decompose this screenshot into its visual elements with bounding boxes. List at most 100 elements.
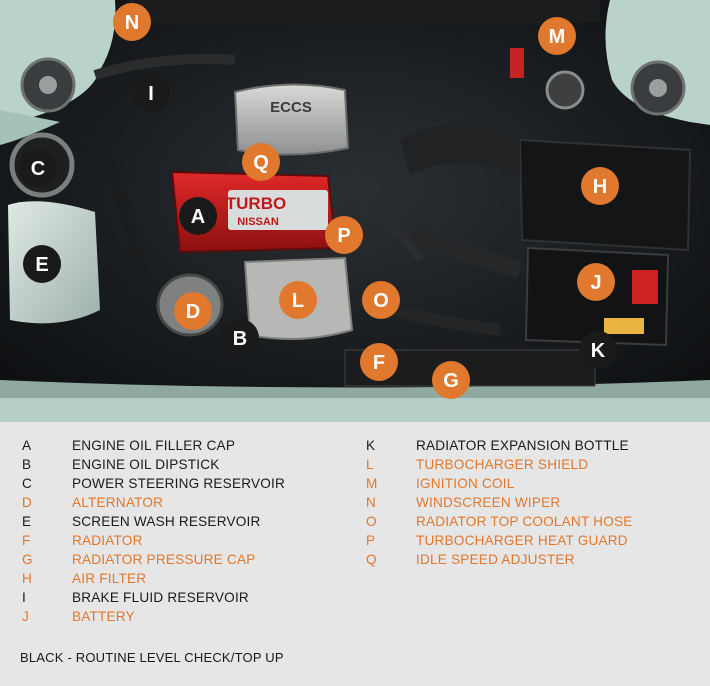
marker-circle (242, 143, 280, 181)
marker-k: K (579, 331, 617, 369)
legend-panel: A ENGINE OIL FILLER CAP B ENGINE OIL DIPSTI… (0, 422, 710, 686)
marker-letter: K (591, 340, 606, 362)
legend-letter: G (22, 552, 33, 567)
legend-item-c: C POWER STEERING RESERVOIR (22, 474, 285, 493)
marker-circle (362, 281, 400, 319)
marker-circle (579, 331, 617, 369)
marker-letter: M (549, 26, 566, 48)
marker-i: I (132, 74, 170, 112)
legend-label: POWER STEERING RESERVOIR (72, 476, 286, 491)
marker-circle (179, 197, 217, 235)
legend-item-h: H AIR FILTER (22, 569, 285, 588)
legend-label: AIR FILTER (72, 571, 147, 586)
marker-letter: H (593, 176, 607, 198)
marker-m: M (538, 17, 576, 55)
marker-circle (113, 3, 151, 41)
legend-letter: K (366, 438, 376, 453)
legend-letter: I (22, 590, 26, 605)
marker-a: A (179, 197, 217, 235)
marker-circle (221, 319, 259, 357)
marker-letter: J (590, 272, 601, 294)
front-slam-panel (0, 395, 710, 422)
legend-item-m: M IGNITION COIL (366, 474, 633, 493)
legend-label: ALTERNATOR (72, 495, 164, 510)
marker-circle (132, 74, 170, 112)
marker-circle (581, 167, 619, 205)
marker-f: F (360, 343, 398, 381)
legend-letter: C (22, 476, 33, 491)
legend-item-q: Q IDLE SPEED ADJUSTER (366, 550, 633, 569)
marker-j: J (577, 263, 615, 301)
legend-letter: J (22, 609, 29, 624)
legend-label: WINDSCREEN WIPER (416, 495, 561, 510)
marker-letter: F (373, 352, 385, 374)
marker-letter: B (233, 328, 247, 350)
battery-warning-label (604, 318, 644, 334)
legend-letter: D (22, 495, 33, 510)
marker-letter: I (148, 83, 154, 105)
marker-circle (325, 216, 363, 254)
legend-label: RADIATOR (72, 533, 143, 548)
battery-positive-terminal (632, 270, 658, 304)
turbo-badge (228, 190, 328, 230)
marker-letter: P (337, 225, 350, 247)
legend-label: BRAKE FLUID RESERVOIR (72, 590, 249, 605)
legend-label: TURBOCHARGER HEAT GUARD (416, 533, 628, 548)
marker-c: C (19, 149, 57, 187)
marker-letter: A (191, 206, 205, 228)
legend-item-j: J BATTERY (22, 607, 285, 626)
marker-d: D (174, 292, 212, 330)
legend-label: TURBOCHARGER SHIELD (416, 457, 589, 472)
marker-letter: D (186, 301, 200, 323)
legend-letter: P (366, 533, 376, 548)
scuttle-panel (130, 0, 600, 26)
legend-item-b: B ENGINE OIL DIPSTICK (22, 455, 285, 474)
marker-p: P (325, 216, 363, 254)
legend-letter: H (22, 571, 33, 586)
marker-circle (538, 17, 576, 55)
legend-letter: A (22, 438, 32, 453)
marker-letter: C (31, 158, 45, 180)
marker-n: N (113, 3, 151, 41)
legend-item-i: I BRAKE FLUID RESERVOIR (22, 588, 285, 607)
legend-item-e: E SCREEN WASH RESERVOIR (22, 512, 285, 531)
marker-e: E (23, 245, 61, 283)
marker-letter: N (125, 12, 139, 34)
legend-label: RADIATOR EXPANSION BOTTLE (416, 438, 629, 453)
legend-column-left: A ENGINE OIL FILLER CAP B ENGINE OIL DIPSTI… (22, 436, 285, 626)
marker-g: G (432, 361, 470, 399)
marker-letter: E (35, 254, 48, 276)
eccs-label: ECCS (270, 99, 312, 116)
legend-item-k: K RADIATOR EXPANSION BOTTLE (366, 436, 633, 455)
marker-circle (279, 281, 317, 319)
legend-label: IGNITION COIL (416, 476, 515, 491)
marker-circle (577, 263, 615, 301)
intake-duct (400, 125, 520, 175)
legend-label: SCREEN WASH RESERVOIR (72, 514, 261, 529)
legend-footnote: BLACK - ROUTINE LEVEL CHECK/TOP UP (20, 650, 284, 665)
legend-label: BATTERY (72, 609, 135, 624)
legend-item-a: A ENGINE OIL FILLER CAP (22, 436, 285, 455)
nissan-label: NISSAN (237, 216, 279, 228)
marker-letter: G (443, 370, 459, 392)
legend-letter: E (22, 514, 32, 529)
ecc-intake-plenum (233, 83, 350, 156)
legend-label: ENGINE OIL DIPSTICK (72, 457, 220, 472)
legend-label: ENGINE OIL FILLER CAP (72, 438, 236, 453)
legend-letter: B (22, 457, 32, 472)
legend-label: IDLE SPEED ADJUSTER (416, 552, 575, 567)
marker-letter: O (373, 290, 389, 312)
ignition-coil (545, 70, 585, 110)
marker-circle (23, 245, 61, 283)
marker-l: L (279, 281, 317, 319)
legend-letter: Q (366, 552, 377, 567)
legend-letter: M (366, 476, 378, 491)
marker-letter: L (292, 290, 304, 312)
legend-label: RADIATOR TOP COOLANT HOSE (416, 514, 633, 529)
